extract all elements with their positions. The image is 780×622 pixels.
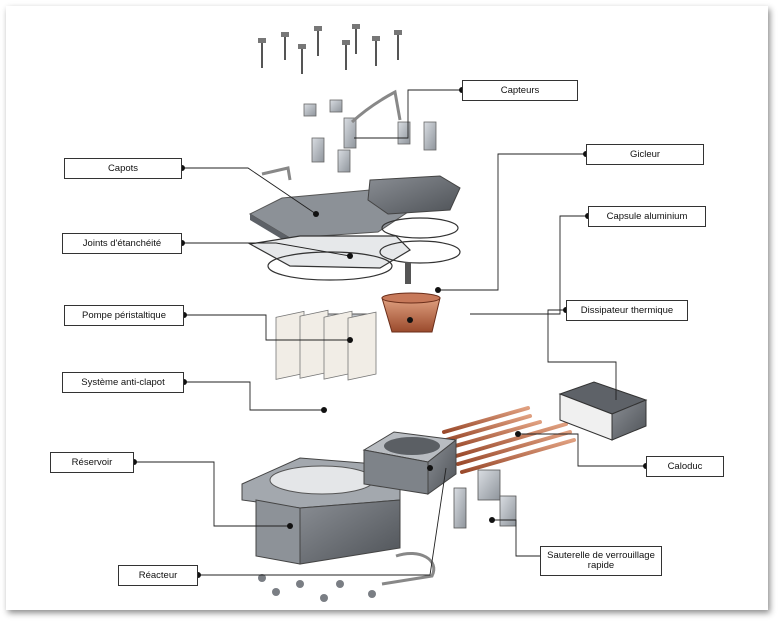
label-capsule-aluminium: Capsule aluminium: [588, 206, 706, 227]
fittings: [258, 551, 436, 602]
heat-pipes: [442, 406, 576, 474]
label-pompe: Pompe péristaltique: [64, 305, 184, 326]
label-caloduc: Caloduc: [646, 456, 724, 477]
reservoir: [362, 431, 458, 495]
reactor: [241, 457, 401, 565]
anti-splash-plates: [275, 309, 377, 381]
screw-heads: [258, 24, 402, 49]
nozzle: [405, 262, 411, 284]
label-joints: Joints d'étanchéité: [62, 233, 182, 254]
label-anti-clapot: Système anti-clapot: [62, 372, 184, 393]
label-dissipateur: Dissipateur thermique: [566, 300, 688, 321]
label-capteurs: Capteurs: [462, 80, 578, 101]
label-reservoir: Réservoir: [50, 452, 134, 473]
gaskets: [248, 217, 461, 281]
sensors: [261, 89, 437, 181]
label-gicleur: Gicleur: [586, 144, 704, 165]
toggle-clamp: [453, 469, 517, 529]
heat-sink: [558, 381, 648, 441]
screws: [261, 28, 399, 74]
leader-lines: [134, 89, 646, 576]
label-reacteur: Réacteur: [118, 565, 198, 586]
aluminium-capsule: [381, 292, 441, 333]
cover-plate: [248, 175, 461, 244]
label-capots: Capots: [64, 158, 182, 179]
leader-dots: [131, 87, 649, 578]
label-sauterelle: Sauterelle de verrouillage rapide: [540, 546, 662, 576]
